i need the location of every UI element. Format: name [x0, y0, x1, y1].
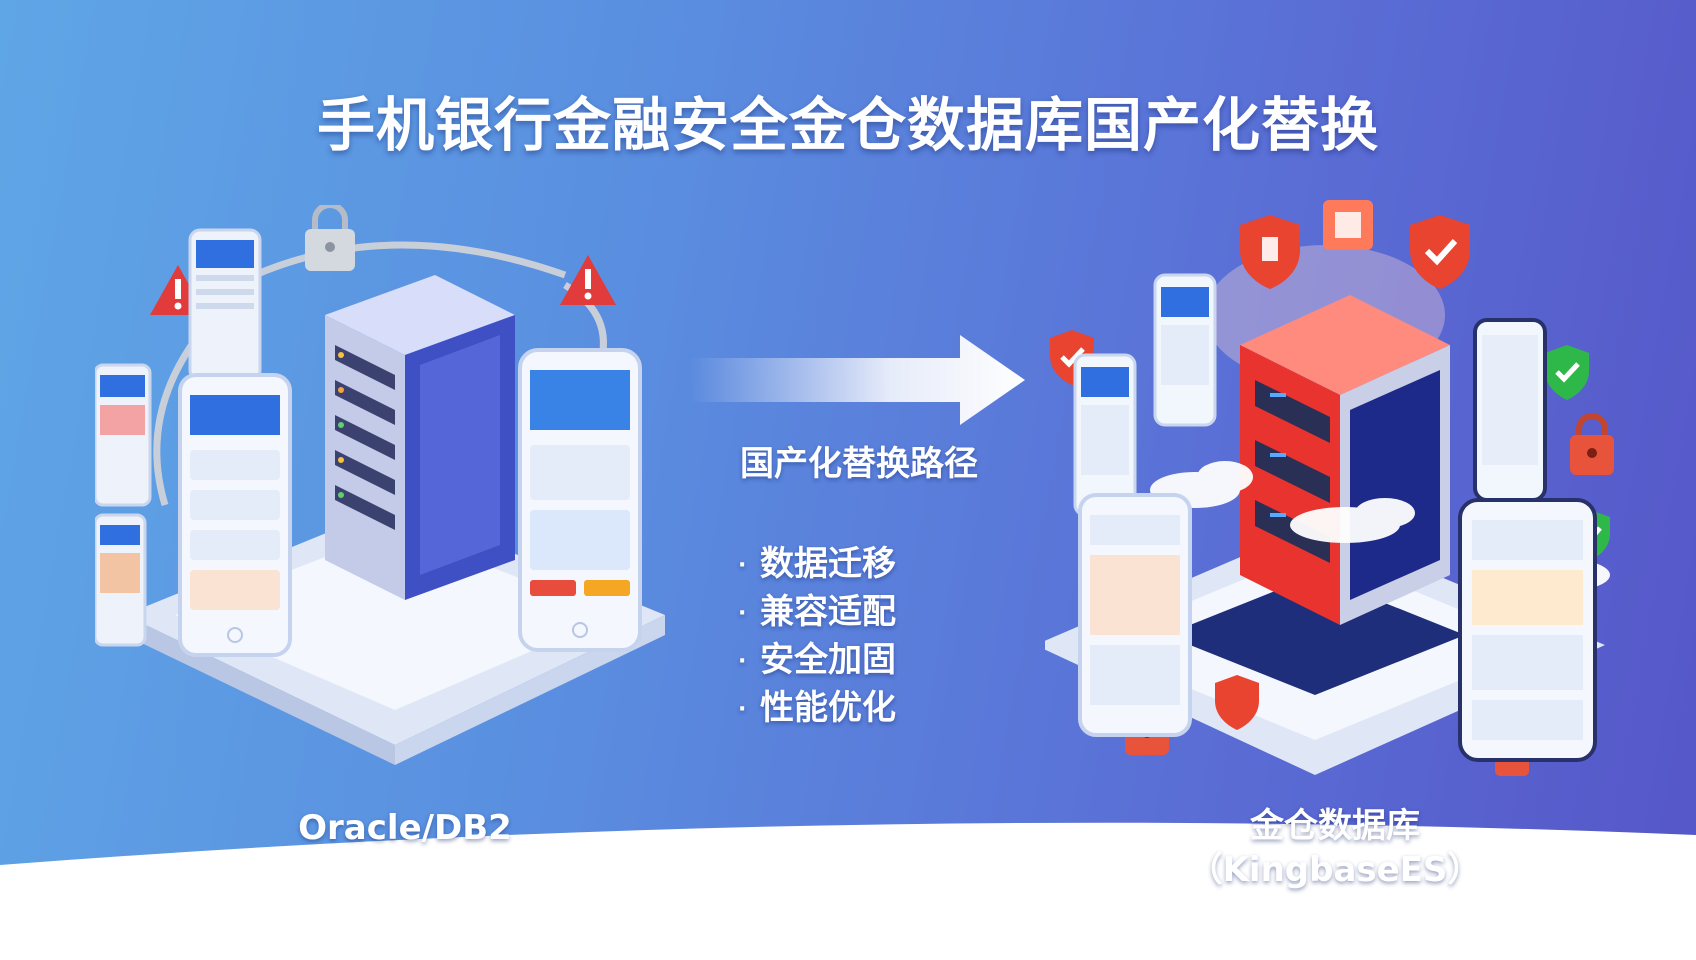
shield-icon — [1215, 675, 1259, 730]
kingbase-database-scene — [1045, 200, 1614, 776]
warning-icon — [560, 255, 616, 305]
phone-icon — [1458, 498, 1597, 762]
phone-icon — [95, 513, 147, 647]
chip-icon — [1323, 200, 1373, 250]
phone-icon — [1473, 318, 1547, 502]
bullet-icon: · — [738, 696, 747, 722]
migration-step: ·安全加固 — [738, 636, 896, 684]
bullet-icon: · — [738, 552, 747, 578]
migration-steps-list: ·数据迁移 ·兼容适配 ·安全加固 ·性能优化 — [738, 540, 896, 732]
server-icon — [1240, 295, 1450, 625]
migration-step: ·数据迁移 — [738, 540, 896, 588]
legacy-database-label: Oracle/DB2 — [298, 808, 512, 848]
kingbase-label-line1: 金仓数据库 — [1250, 806, 1420, 846]
migration-step: ·兼容适配 — [738, 588, 896, 636]
check-shield-icon — [1410, 215, 1470, 289]
migration-arrow — [690, 335, 1025, 425]
phone-icon — [1078, 493, 1192, 737]
migration-step: ·性能优化 — [738, 684, 896, 732]
lock-icon — [305, 205, 355, 271]
phone-icon — [188, 228, 262, 382]
phone-icon — [1073, 353, 1137, 517]
legacy-database-scene — [95, 205, 665, 765]
bullet-icon: · — [738, 600, 747, 626]
lock-icon — [1570, 413, 1614, 475]
kingbase-label-line2: （KingbaseES） — [1188, 850, 1482, 890]
phone-icon — [518, 348, 642, 652]
phone-icon — [95, 363, 152, 507]
kingbase-database-label: 金仓数据库 （KingbaseES） — [1150, 804, 1520, 892]
phone-icon — [178, 373, 292, 657]
migration-path-label: 国产化替换路径 — [740, 444, 978, 484]
page-title: 手机银行金融安全金仓数据库国产化替换 — [316, 91, 1379, 159]
bullet-icon: · — [738, 648, 747, 674]
phone-icon — [1153, 273, 1217, 427]
check-shield-icon — [1545, 345, 1589, 400]
server-icon — [325, 275, 515, 600]
shield-icon — [1240, 215, 1300, 289]
